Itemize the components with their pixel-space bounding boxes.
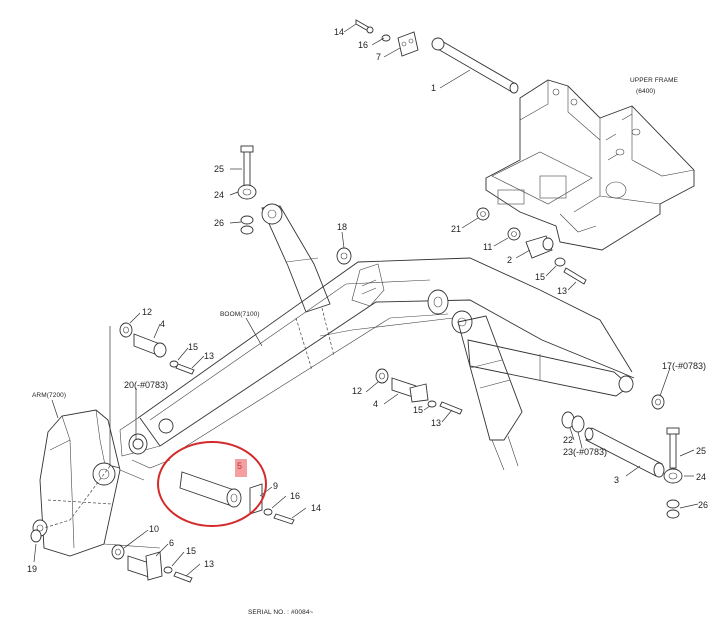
callout-19: 19	[27, 564, 37, 574]
part-5-highlight[interactable]: 5	[157, 441, 267, 527]
upper-frame-label: UPPER FRAME	[630, 77, 679, 84]
callout-24: 24	[696, 472, 706, 482]
callout-16: 16	[290, 491, 300, 501]
callout-25: 25	[696, 446, 706, 456]
callout-11: 11	[483, 242, 492, 252]
callout-10: 10	[149, 524, 159, 534]
highlight-marker	[235, 459, 247, 477]
callout-24: 24	[214, 190, 224, 200]
hardware	[30, 145, 683, 583]
callout-16: 16	[358, 40, 368, 50]
serial-number: SERIAL NO. : #0084~	[248, 609, 314, 616]
callout-17: 17(-#0783)	[662, 361, 706, 371]
callout-15: 15	[535, 272, 545, 282]
upper-frame: UPPER FRAME (6400)	[485, 77, 695, 251]
callout-12: 12	[352, 386, 362, 396]
callout-2: 2	[507, 255, 512, 265]
callout-4: 4	[160, 319, 165, 329]
callout-14: 14	[334, 27, 344, 37]
callout-1: 1	[431, 83, 436, 93]
arm-label: ARM(7200)	[32, 392, 66, 399]
callout-13: 13	[204, 351, 214, 361]
boom-cylinders	[261, 203, 634, 471]
boom-foot-pin	[355, 19, 519, 94]
callout-20: 20(-#0783)	[124, 380, 168, 390]
callout-3: 3	[614, 475, 619, 485]
callout-12: 12	[142, 307, 152, 317]
boom-label: BOOM(7100)	[220, 311, 260, 318]
callout-13: 13	[431, 418, 441, 428]
upper-frame-code: (6400)	[636, 88, 655, 95]
callout-numbers: 14 16 7 1 25 24 26 18 21 11 2 15 13 12 4…	[27, 27, 708, 574]
arm: ARM(7200)	[32, 392, 161, 557]
highlight-ring	[157, 441, 267, 527]
callout-5: 5	[237, 461, 242, 471]
callout-23: 23(-#0783)	[563, 447, 607, 457]
callout-15: 15	[188, 342, 198, 352]
callout-26: 26	[214, 218, 224, 228]
callout-22: 22	[563, 435, 573, 445]
callout-6: 6	[169, 538, 174, 548]
callout-21: 21	[451, 224, 461, 234]
callout-26: 26	[698, 500, 708, 510]
callout-14: 14	[311, 503, 321, 513]
callout-13: 13	[204, 559, 214, 569]
callout-7: 7	[376, 52, 381, 62]
callout-25: 25	[214, 164, 224, 174]
callout-15: 15	[413, 405, 423, 415]
boom: BOOM(7100)	[119, 257, 635, 469]
callout-9: 9	[273, 481, 278, 491]
callout-13: 13	[557, 286, 567, 296]
leader-lines	[33, 23, 699, 577]
callout-15: 15	[186, 546, 196, 556]
callout-4: 4	[373, 399, 378, 409]
callout-18: 18	[337, 222, 347, 232]
